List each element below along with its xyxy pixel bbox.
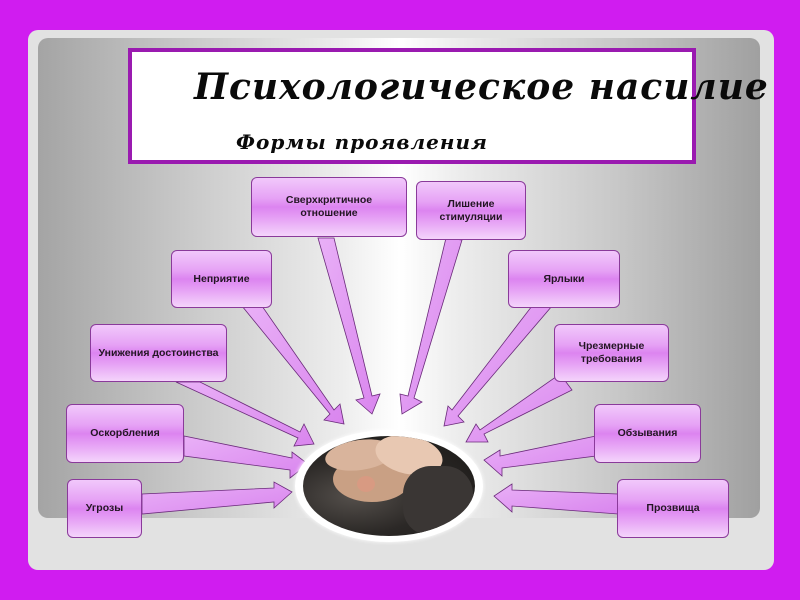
node-excessive-demands: Чрезмерные требования xyxy=(554,324,669,382)
node-insults: Оскорбления xyxy=(66,404,184,463)
slide-title: Психологическое насилие xyxy=(194,66,769,108)
arrow-icon xyxy=(317,237,381,415)
sleeve-shape xyxy=(403,466,473,536)
arrow-icon xyxy=(241,305,345,425)
node-overcritical: Сверхкритичное отношение xyxy=(251,177,407,237)
node-labels: Ярлыки xyxy=(508,250,620,308)
arrow-icon xyxy=(465,373,573,443)
arrow-icon xyxy=(483,435,597,477)
arrow-icon xyxy=(443,305,553,427)
arrow-icon xyxy=(399,237,463,415)
node-humiliation: Унижения достоинства xyxy=(90,324,227,382)
arrow-icon xyxy=(183,435,309,479)
arrow-icon xyxy=(493,483,619,515)
arrow-icon xyxy=(141,481,293,515)
node-threats: Угрозы xyxy=(67,479,142,538)
photo-content xyxy=(303,436,475,536)
node-stimulation-deprivation: Лишение стимуляции xyxy=(416,181,526,240)
node-name-calling: Обзывания xyxy=(594,404,701,463)
node-rejection: Неприятие xyxy=(171,250,272,308)
ear-shape xyxy=(357,476,375,492)
title-box: Психологическое насилие Формы проявления xyxy=(128,48,768,164)
arrow-icon xyxy=(175,381,315,447)
node-nicknames: Прозвища xyxy=(617,479,729,538)
distressed-person-photo xyxy=(295,430,483,542)
slide-subtitle: Формы проявления xyxy=(236,130,488,154)
